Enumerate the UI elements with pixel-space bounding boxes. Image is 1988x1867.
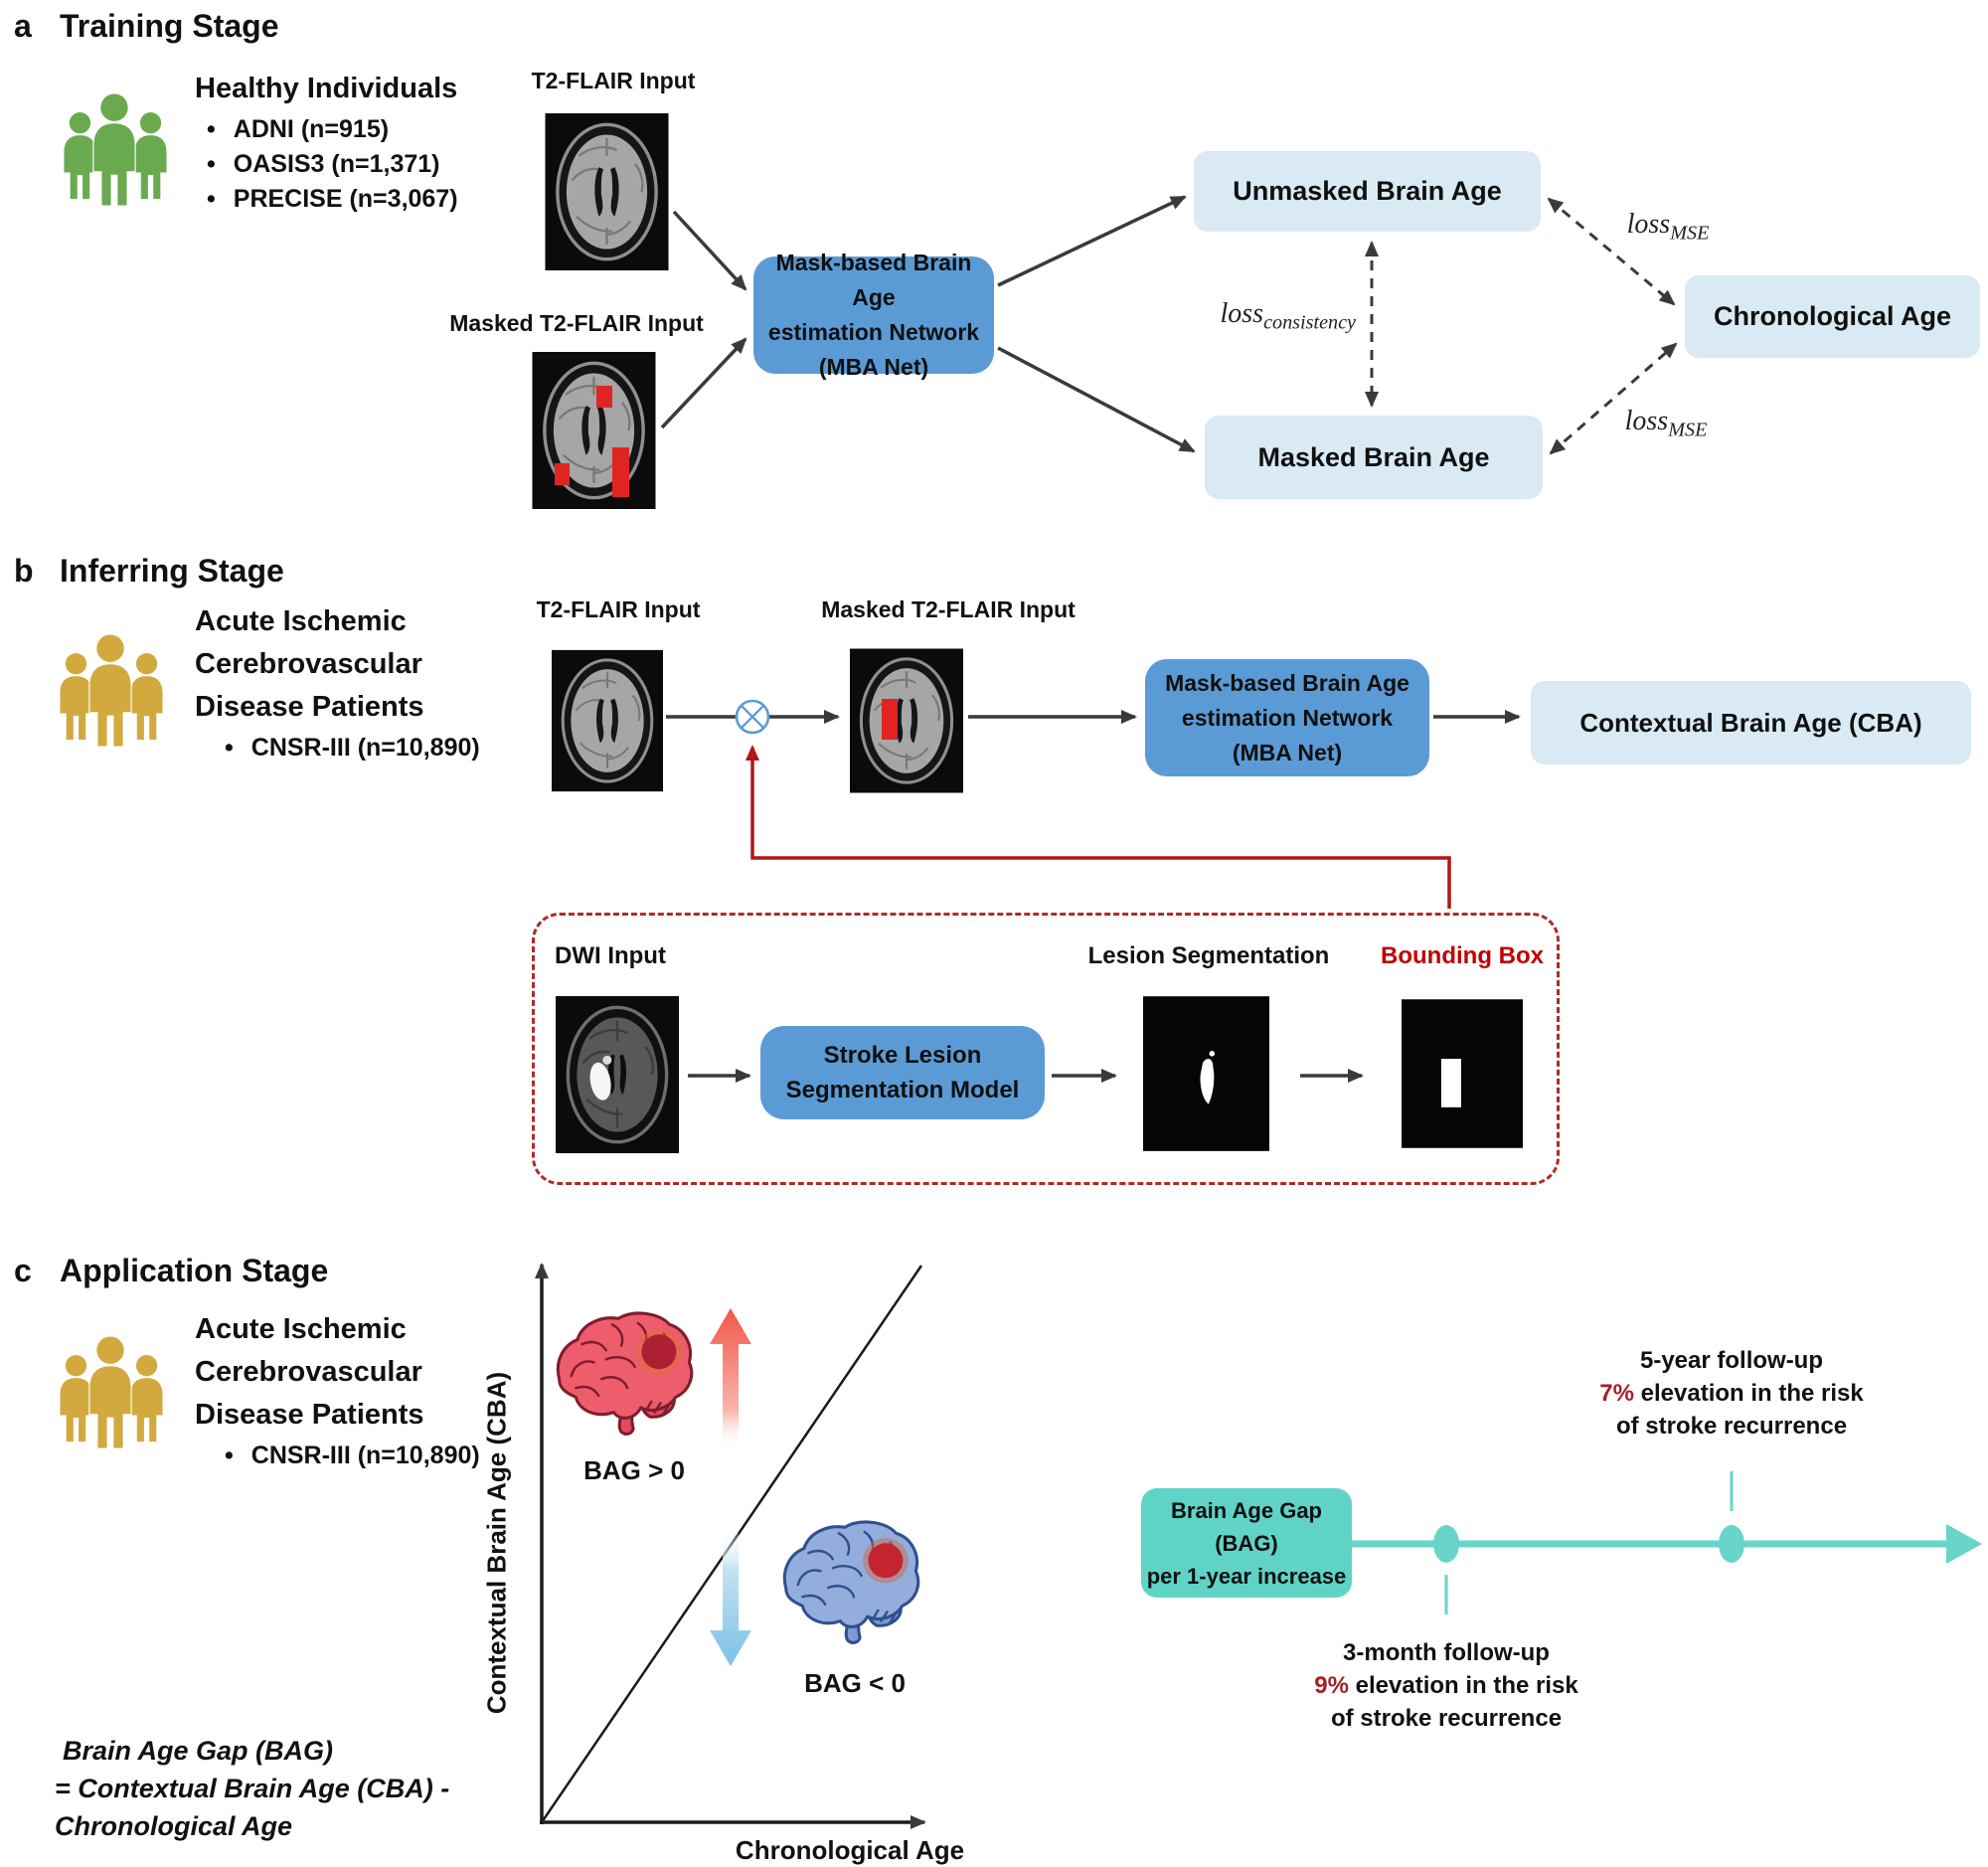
timeline xyxy=(1340,1471,1982,1614)
panel-a-title: Training Stage xyxy=(60,8,279,44)
pct-5y: 7% xyxy=(1599,1380,1634,1407)
t2-flair-image-a xyxy=(545,113,669,270)
followup-3m-note: 3-month follow-up 9% elevation in the ri… xyxy=(1314,1639,1578,1732)
mask-patch xyxy=(555,463,570,485)
bag-negative-label: BAG < 0 xyxy=(804,1668,906,1698)
arrow-mba-to-masked xyxy=(997,346,1196,453)
timeline-dot-5year xyxy=(1719,1525,1744,1563)
panel-a-masked-label: Masked T2-FLAIR Input xyxy=(449,310,704,336)
lesion-seg-image xyxy=(1143,996,1269,1151)
bullet-icon: • xyxy=(225,1442,234,1469)
bullet-icon: • xyxy=(207,185,216,213)
bag-formula: Brain Age Gap (BAG) = Contextual Brain A… xyxy=(55,1736,450,1841)
bullet-icon: • xyxy=(207,150,216,178)
mask-patch xyxy=(596,386,612,408)
bag-negative-arrow xyxy=(710,1528,751,1666)
panel-b-t2-label: T2-FLAIR Input xyxy=(536,596,701,622)
masked-brain-age-box: Masked Brain Age xyxy=(1205,416,1543,499)
dwi-image xyxy=(555,996,680,1153)
followup-5y-note: 5-year follow-up 7% elevation in the ris… xyxy=(1599,1347,1864,1440)
multiply-icon xyxy=(735,699,770,735)
healthy-people-icon xyxy=(64,91,167,208)
bag-positive-label: BAG > 0 xyxy=(583,1455,685,1485)
panel-c-tag: c xyxy=(14,1253,32,1288)
panel-c-title: Application Stage xyxy=(60,1253,329,1288)
panel-b-bullet-cnsr: CNSR-III (n=10,890) xyxy=(250,734,480,762)
arrow-t2a-to-mba xyxy=(672,210,747,291)
pct-3m: 9% xyxy=(1314,1672,1349,1699)
arrow-mba-to-unmasked xyxy=(997,195,1187,287)
panel-c-bullet-cnsr: CNSR-III (n=10,890) xyxy=(250,1442,480,1469)
red-feedback-line xyxy=(746,745,1451,909)
cba-box: Contextual Brain Age (CBA) xyxy=(1531,681,1971,764)
patients-people-icon-b xyxy=(60,632,163,749)
arrow-loss-mse-bottom xyxy=(1549,342,1678,455)
timeline-dot-3month xyxy=(1433,1525,1459,1563)
masked-t2-flair-image-a xyxy=(532,352,656,509)
arrow-loss-mse-top xyxy=(1547,197,1676,306)
lesion-seg-label: Lesion Segmentation xyxy=(1087,942,1330,969)
mba-net-box-b: Mask-based Brain Age estimation Network … xyxy=(1145,659,1429,776)
arrow-maskeda-to-mba xyxy=(660,337,747,429)
bullet-icon: • xyxy=(225,734,234,762)
panel-b-tag: b xyxy=(14,553,34,589)
mba-net-box-a: Mask-based Brain Age estimation Network … xyxy=(753,250,994,380)
stroke-lesion-seg-box: Stroke Lesion Segmentation Model xyxy=(760,1026,1045,1119)
panel-a-t2-label: T2-FLAIR Input xyxy=(531,68,696,93)
panel-c-group-title: Acute Ischemic Cerebrovascular Disease P… xyxy=(195,1313,424,1431)
panel-b-group-title: Acute Ischemic Cerebrovascular Disease P… xyxy=(195,605,424,723)
x-axis-label: Chronological Age xyxy=(735,1835,965,1865)
loss-mse-top-label: lossMSE xyxy=(1626,209,1710,245)
dwi-label: DWI Input xyxy=(555,942,666,969)
panel-a-group-title: Healthy Individuals xyxy=(195,73,458,104)
panel-a-bullet-oasis: OASIS3 (n=1,371) xyxy=(233,150,440,178)
blue-brain-icon xyxy=(775,1515,926,1645)
y-axis-label: Contextual Brain Age (CBA) xyxy=(481,1371,512,1715)
t2-flair-image-b xyxy=(552,642,663,799)
bounding-box-label: Bounding Box xyxy=(1381,942,1544,969)
mask-patch xyxy=(882,699,898,740)
panel-a-bullet-adni: ADNI (n=915) xyxy=(233,115,390,143)
bag-positive-arrow xyxy=(710,1308,751,1446)
panel-b-title: Inferring Stage xyxy=(60,553,284,589)
timeline-arrowhead-icon xyxy=(1946,1524,1982,1564)
loss-consistency-label: lossconsistency xyxy=(1220,298,1357,334)
red-brain-icon xyxy=(549,1306,700,1437)
bullet-icon: • xyxy=(207,115,216,143)
panel-a-tag: a xyxy=(14,8,32,44)
patients-people-icon-c xyxy=(60,1334,163,1450)
bounding-box-image xyxy=(1402,996,1523,1151)
lesion-pipeline-box xyxy=(532,913,1560,1185)
loss-mse-bottom-label: lossMSE xyxy=(1624,406,1708,441)
mask-patch xyxy=(612,447,629,497)
masked-t2-flair-image-b xyxy=(850,642,963,799)
bag-per-year-box: Brain Age Gap (BAG) per 1-year increase xyxy=(1141,1488,1352,1598)
panel-b-masked-label: Masked T2-FLAIR Input xyxy=(821,596,1076,622)
unmasked-brain-age-box: Unmasked Brain Age xyxy=(1194,151,1541,232)
panel-a-bullet-precise: PRECISE (n=3,067) xyxy=(233,185,458,213)
chronological-age-box: Chronological Age xyxy=(1685,275,1980,358)
